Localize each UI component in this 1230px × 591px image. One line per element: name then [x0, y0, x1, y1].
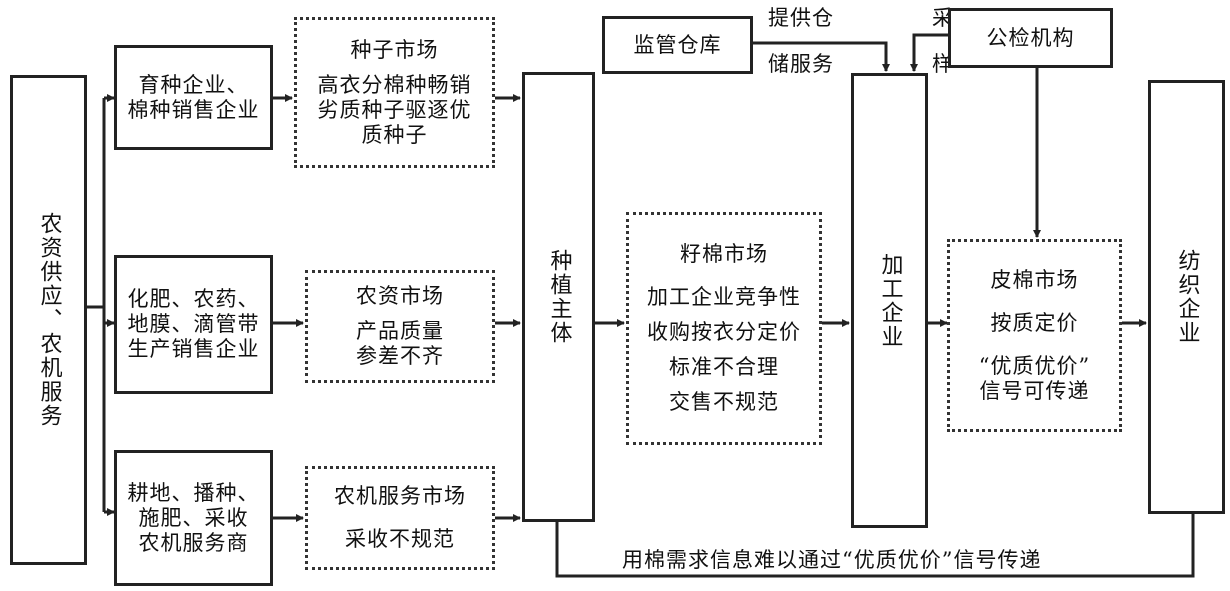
agri-input-market-line-1: 产品质量	[356, 319, 444, 343]
agri-input-market-box: 农资市场 产品质量 参差不齐	[305, 270, 495, 383]
machinery-market-box: 农机服务市场 采收不规范	[305, 466, 495, 570]
lint-market-box: 皮棉市场 按质定价 “优质优价” 信号可传递	[947, 239, 1122, 432]
feedback-line	[555, 514, 1195, 578]
sampling-label-2: 样	[932, 52, 953, 77]
processor-label: 加工企业	[877, 252, 903, 349]
agri-supply-column: 农资供应、农机服务	[10, 75, 87, 565]
seed-market-box: 种子市场 高衣分棉种畅销 劣质种子驱逐优 质种子	[294, 17, 495, 168]
warehouse-box: 监管仓库	[602, 16, 753, 74]
machinery-market-line-1: 采收不规范	[345, 527, 455, 551]
agri-input-market-line-2: 参差不齐	[356, 344, 444, 368]
lint-market-line-3: 信号可传递	[979, 378, 1090, 403]
machinery-supplier-line-3: 农机服务商	[138, 530, 249, 555]
seed-cotton-market-title: 籽棉市场	[680, 242, 768, 266]
seed-market-line-2: 劣质种子驱逐优	[317, 97, 472, 122]
inspection-box: 公检机构	[948, 8, 1113, 68]
seed-cotton-market-line-2: 收购按衣分定价	[647, 320, 801, 344]
textile-box: 纺织企业	[1148, 80, 1225, 514]
agri-supply-label: 农资供应、农机服务	[36, 212, 62, 428]
seed-cotton-market-line-1: 加工企业竞争性	[647, 285, 801, 309]
agri-input-supplier-line-1: 化肥、农药、	[127, 287, 260, 311]
agri-input-supplier-line-2: 地膜、滴管带	[127, 312, 260, 336]
seed-cotton-market-box: 籽棉市场 加工企业竞争性 收购按衣分定价 标准不合理 交售不规范	[626, 212, 822, 445]
lint-market-line-2: “优质优价”	[978, 353, 1091, 378]
seed-cotton-market-line-3: 标准不合理	[669, 355, 779, 379]
seed-market-title: 种子市场	[350, 37, 439, 62]
inspection-label: 公检机构	[986, 25, 1075, 50]
machinery-supplier-box: 耕地、播种、 施肥、采收 农机服务商	[114, 450, 273, 586]
warehouse-service-label-1: 提供仓	[768, 6, 834, 30]
feedback-label: 用棉需求信息难以通过“优质优价”信号传递	[618, 548, 1046, 573]
lint-market-line-1: 按质定价	[990, 310, 1079, 335]
warehouse-label: 监管仓库	[633, 32, 722, 57]
arrow-warehouse-to-processor	[753, 41, 890, 72]
arrow-inspection-sampling	[910, 33, 948, 72]
seed-supplier-line-2: 棉种销售企业	[127, 97, 260, 122]
machinery-market-title: 农机服务市场	[334, 484, 466, 508]
processor-box: 加工企业	[851, 73, 928, 528]
textile-label: 纺织企业	[1174, 249, 1200, 345]
seed-supplier-box: 育种企业、 棉种销售企业	[114, 45, 273, 150]
agri-input-market-title: 农资市场	[356, 284, 444, 308]
seed-market-line-1: 高衣分棉种畅销	[317, 72, 472, 97]
lint-market-title: 皮棉市场	[990, 267, 1079, 292]
connector-supply-trunk	[87, 98, 106, 512]
warehouse-service-label-2: 储服务	[768, 52, 834, 76]
machinery-supplier-line-2: 施肥、采收	[138, 505, 249, 530]
seed-market-line-3: 质种子	[361, 122, 428, 147]
seed-supplier-line-1: 育种企业、	[138, 72, 249, 97]
seed-cotton-market-line-4: 交售不规范	[669, 390, 779, 414]
sampling-label-1: 采	[932, 6, 953, 31]
machinery-supplier-line-1: 耕地、播种、	[127, 480, 260, 505]
agri-input-supplier-box: 化肥、农药、 地膜、滴管带 生产销售企业	[114, 255, 273, 394]
grower-label: 种植主体	[546, 249, 572, 345]
grower-box: 种植主体	[522, 72, 595, 522]
agri-input-supplier-line-3: 生产销售企业	[127, 337, 260, 361]
